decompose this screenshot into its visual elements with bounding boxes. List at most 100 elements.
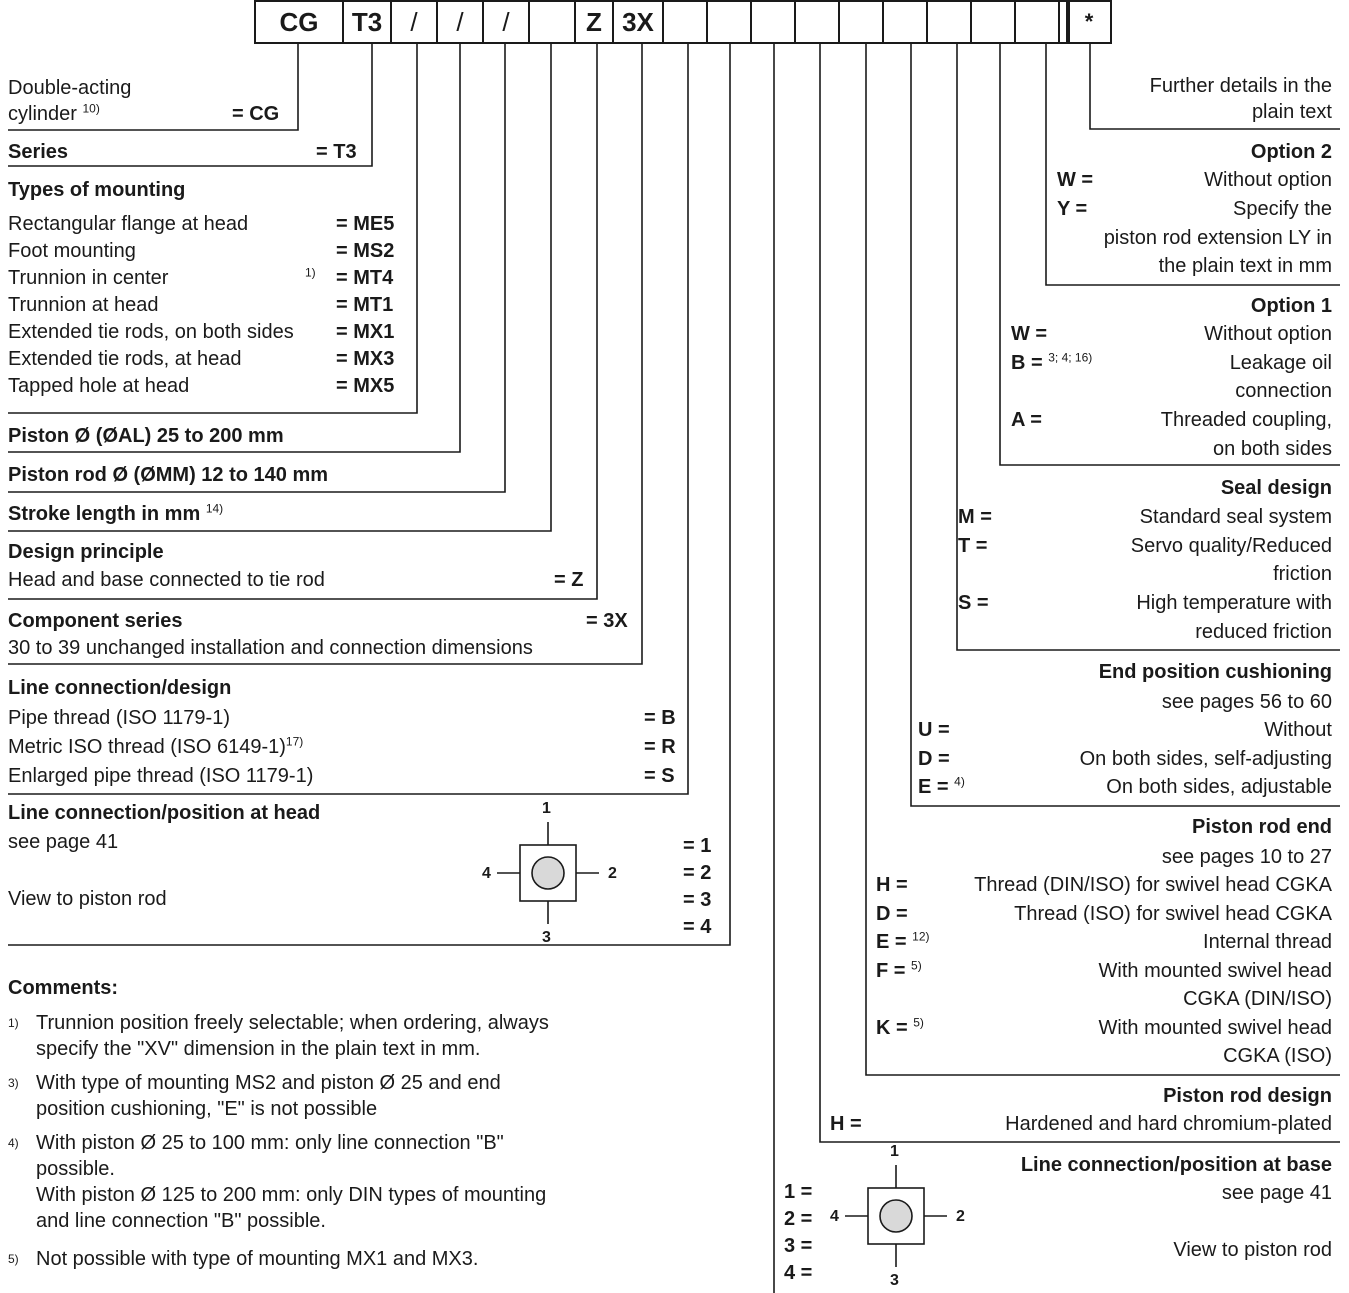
option2-w-key: W = — [1057, 169, 1094, 191]
rodend-f-key: F = 5) — [876, 958, 922, 982]
line-head-title: Line connection/position at head — [8, 802, 321, 824]
base-pos-3: 3 — [890, 1272, 899, 1289]
component-label: 30 to 39 unchanged installation and conn… — [8, 637, 533, 659]
code-box-spacer — [1058, 0, 1070, 44]
line-base-see: see page 41 — [1221, 1182, 1332, 1204]
rodend-k-key: K = 5) — [876, 1015, 924, 1039]
option1-title: Option 1 — [1250, 295, 1332, 317]
mounting-item-label: Extended tie rods, on both sides — [8, 321, 294, 343]
option1-a-line2: on both sides — [1213, 438, 1332, 460]
code-box-piston: / — [436, 0, 484, 44]
option2-y-line2: piston rod extension LY in — [1103, 227, 1332, 249]
cylinder-code: = CG — [232, 103, 280, 125]
line-base-code: 1 = — [784, 1181, 813, 1203]
option2-y-line3: the plain text in mm — [1158, 255, 1332, 277]
cushion-e-key: E = 4) — [918, 774, 965, 798]
code-box-z: Z — [574, 0, 614, 44]
base-pos-4: 4 — [830, 1208, 839, 1225]
mounting-item-label: Trunnion at head — [8, 294, 159, 316]
rodend-h-value: Thread (DIN/ISO) for swivel head CGKA — [974, 874, 1332, 896]
mounting-item-label: Rectangular flange at head — [8, 213, 249, 235]
line-head-code: = 1 — [683, 835, 712, 857]
option1-b-line2: connection — [1235, 380, 1332, 402]
cushion-d-key: D = — [918, 748, 950, 770]
seal-s-key: S = — [958, 592, 989, 614]
option1-a-value: Threaded coupling, — [1160, 409, 1332, 431]
mounting-item-sup: 1) — [305, 265, 316, 280]
line-head-see: see page 41 — [8, 831, 119, 853]
mounting-item-code: = MS2 — [336, 240, 395, 262]
line-head-code: = 4 — [683, 916, 712, 938]
further-details-2: plain text — [1251, 101, 1332, 123]
option1-b-key: B = 3; 4; 16) — [1011, 350, 1093, 374]
rodend-d-key: D = — [876, 903, 908, 925]
head-port-circle — [531, 856, 565, 890]
line-design-label: Enlarged pipe thread (ISO 1179-1) — [8, 765, 314, 787]
seal-t-value: Servo quality/Reduced — [1130, 535, 1332, 557]
cushion-e-value: On both sides, adjustable — [1106, 776, 1332, 798]
option2-y-value: Specify the — [1233, 198, 1332, 220]
mounting-item-code: = MT1 — [336, 294, 394, 316]
seal-t-key: T = — [958, 535, 988, 557]
code-box-option1 — [970, 0, 1016, 44]
mounting-title: Types of mounting — [8, 179, 186, 201]
line-design-code: = B — [644, 707, 676, 729]
option1-w-value: Without option — [1204, 323, 1332, 345]
rodend-h-key: H = — [876, 874, 908, 896]
cylinder-label-2: cylinder 10) — [8, 101, 100, 125]
code-box-asterisk: * — [1066, 0, 1112, 44]
mounting-item-label: Foot mounting — [8, 240, 136, 262]
line-base-code: 4 = — [784, 1262, 813, 1284]
component-code: = 3X — [586, 610, 628, 632]
rodend-d-value: Thread (ISO) for swivel head CGKA — [1014, 903, 1332, 925]
code-box-cg: CG — [254, 0, 344, 44]
line-head-code: = 3 — [683, 889, 712, 911]
line-head-code: = 2 — [683, 862, 712, 884]
code-box-t3: T3 — [342, 0, 392, 44]
option1-w-key: W = — [1011, 323, 1048, 345]
code-box-option2 — [1014, 0, 1060, 44]
base-pos-1: 1 — [890, 1143, 899, 1160]
cushion-u-value: Without — [1264, 719, 1332, 741]
comment-item: 4) With piston Ø 25 to 100 mm: only line… — [8, 1132, 547, 1232]
code-box-rod-end — [838, 0, 884, 44]
mounting-item-code: = MX3 — [336, 348, 395, 370]
line-base-title: Line connection/position at base — [1020, 1154, 1332, 1176]
mounting-item-label: Extended tie rods, at head — [8, 348, 242, 370]
line-base-code: 3 = — [784, 1235, 813, 1257]
seal-m-key: M = — [958, 506, 992, 528]
option1-a-key: A = — [1011, 409, 1042, 431]
comment-item: 5) Not possible with type of mounting MX… — [8, 1248, 479, 1270]
head-pos-1: 1 — [542, 800, 551, 817]
roddesign-h-value: Hardened and hard chromium-plated — [1005, 1113, 1332, 1135]
line-base-view: View to piston rod — [1173, 1239, 1332, 1261]
seal-title: Seal design — [1220, 477, 1332, 499]
option2-y-key: Y = — [1057, 198, 1088, 220]
line-design-code: = S — [644, 765, 675, 787]
rod-diameter-label: Piston rod Ø (ØMM) 12 to 140 mm — [8, 464, 329, 486]
line-design-label: Pipe thread (ISO 1179-1) — [8, 707, 230, 729]
stroke-label: Stroke length in mm 14) — [8, 501, 224, 525]
seal-s-value: High temperature with — [1136, 592, 1332, 614]
code-box-rod-design — [794, 0, 840, 44]
mounting-item-label: Tapped hole at head — [8, 375, 190, 397]
cushion-d-value: On both sides, self-adjusting — [1079, 748, 1332, 770]
rodend-e-key: E = 12) — [876, 929, 930, 953]
line-base-code: 2 = — [784, 1208, 813, 1230]
code-box-cushion — [882, 0, 928, 44]
line-design-label: Metric ISO thread (ISO 6149-1)17) — [8, 734, 304, 758]
base-port-circle — [879, 1199, 913, 1233]
head-pos-4: 4 — [482, 865, 491, 882]
series-code: = T3 — [316, 141, 357, 163]
mounting-item-label: Trunnion in center — [8, 267, 169, 289]
rodend-f-line2: CGKA (DIN/ISO) — [1183, 988, 1332, 1010]
code-box-line-head — [706, 0, 752, 44]
cushion-u-key: U = — [918, 719, 950, 741]
seal-m-value: Standard seal system — [1139, 506, 1332, 528]
code-box-3x: 3X — [612, 0, 664, 44]
option2-title: Option 2 — [1250, 141, 1332, 163]
option1-b-value: Leakage oil — [1229, 352, 1332, 374]
code-box-seal — [926, 0, 972, 44]
head-pos-3: 3 — [542, 929, 551, 946]
